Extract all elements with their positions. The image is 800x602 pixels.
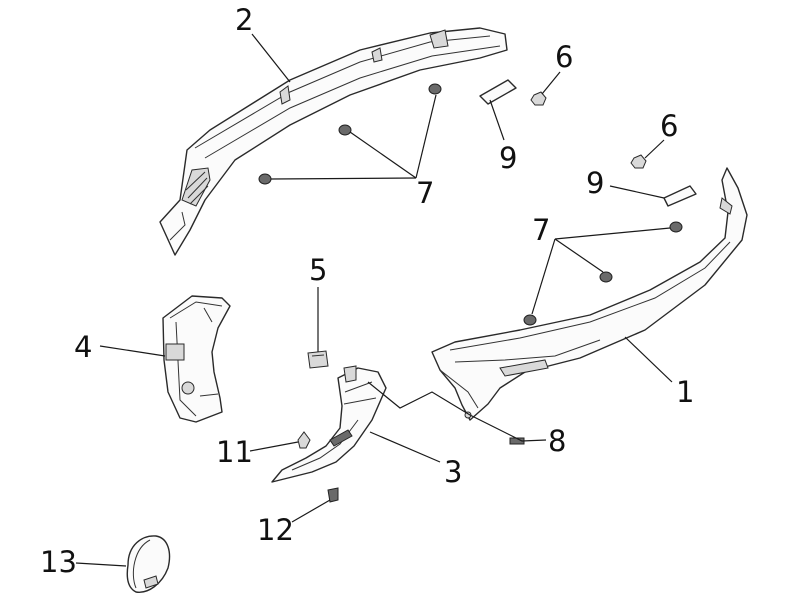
callout-7b: 7 <box>532 213 550 247</box>
callout-4: 4 <box>74 330 92 364</box>
nut-6-b <box>630 154 647 169</box>
callout-6b: 6 <box>660 109 678 143</box>
callout-7a: 7 <box>416 176 434 210</box>
part-4-inner-bracket <box>162 295 231 423</box>
grommet-7-d <box>669 221 683 233</box>
grommet-7-b <box>338 124 352 136</box>
screw-12 <box>327 487 339 503</box>
callout-13: 13 <box>40 545 77 579</box>
callout-12: 12 <box>257 513 294 547</box>
part-1-lower-panel <box>431 167 748 421</box>
grommet-7-c <box>428 83 442 95</box>
callout-labels: 1 2 3 4 5 6 6 7 7 8 9 9 11 12 13 <box>40 3 694 579</box>
callout-9b: 9 <box>586 166 604 200</box>
grommet-7-e <box>599 271 613 283</box>
part-5-clip <box>307 350 329 369</box>
grommet-7-a <box>258 173 272 185</box>
nut-6-a <box>530 91 547 106</box>
callout-2: 2 <box>235 3 253 37</box>
part-2-upper-panel <box>159 27 508 256</box>
callout-8: 8 <box>548 424 566 458</box>
callout-1: 1 <box>676 375 694 409</box>
part-13-round-cap <box>126 535 171 593</box>
callout-9a: 9 <box>499 141 517 175</box>
screw-8 <box>509 437 525 445</box>
leader-lines <box>75 33 673 567</box>
clip-9-a <box>479 79 517 105</box>
callout-5: 5 <box>309 253 327 287</box>
callout-3: 3 <box>444 455 462 489</box>
clip-9-b <box>663 185 697 207</box>
hardware-items <box>258 79 697 503</box>
callout-6a: 6 <box>555 40 573 74</box>
part-3-lower-bracket <box>271 365 387 483</box>
callout-11: 11 <box>216 435 253 469</box>
grommet-7-f <box>523 314 537 326</box>
screw-11 <box>297 431 311 449</box>
